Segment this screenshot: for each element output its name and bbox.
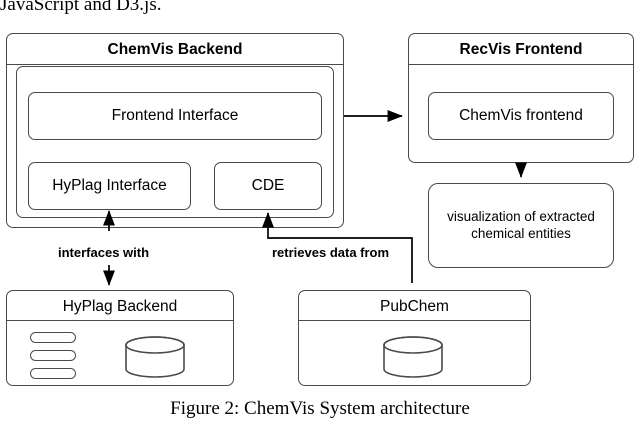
- pubchem-database-icon: [382, 336, 444, 378]
- edge-label-interfaces-with: interfaces with: [58, 245, 150, 260]
- pubchem-divider: [298, 320, 531, 321]
- edge-label-retrieves-data-from: retrieves data from: [272, 245, 390, 260]
- body-text-fragment: JavaScript and D3.js.: [0, 0, 162, 15]
- chemvis-backend-divider: [6, 64, 344, 65]
- recvis-frontend-divider: [408, 64, 634, 65]
- hyplag-list-bar-1: [30, 332, 76, 343]
- chemvis-backend-title: ChemVis Backend: [107, 41, 243, 58]
- cde-node: CDE: [214, 162, 322, 210]
- hyplag-interface-node: HyPlag Interface: [28, 162, 191, 210]
- hyplag-list-bar-2: [30, 350, 76, 361]
- frontend-interface-node: Frontend Interface: [28, 92, 322, 140]
- recvis-frontend-title: RecVis Frontend: [459, 41, 583, 58]
- hyplag-database-icon: [124, 336, 186, 378]
- pubchem-title: PubChem: [380, 298, 449, 315]
- chemvis-frontend-node: ChemVis frontend: [428, 92, 614, 140]
- hyplag-list-bar-3: [30, 368, 76, 379]
- hyplag-backend-title: HyPlag Backend: [62, 298, 178, 315]
- figure-caption: Figure 2: ChemVis System architecture: [170, 398, 470, 419]
- hyplag-backend-divider: [6, 320, 234, 321]
- visualization-node: visualization of extracted chemical enti…: [428, 183, 614, 268]
